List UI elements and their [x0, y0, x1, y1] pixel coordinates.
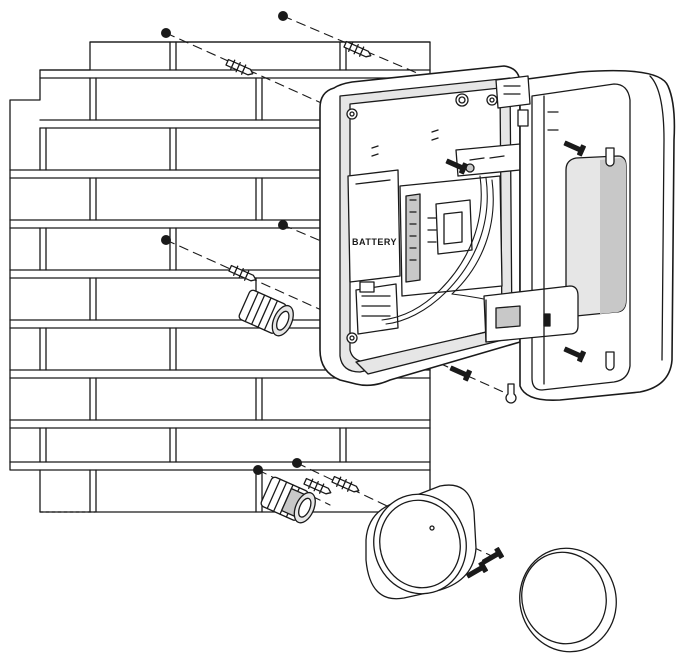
screw-icon: [449, 365, 472, 382]
screw-icon: [481, 547, 505, 565]
control-box: BATTERY: [319, 65, 521, 387]
door-hinges: [495, 75, 531, 127]
battery-compartment: BATTERY: [347, 169, 401, 283]
end-cap: [519, 547, 617, 653]
wall-anchors: [225, 40, 372, 495]
screw-icon: [465, 561, 489, 579]
screw-icon: [445, 158, 468, 175]
screw-covers: [505, 147, 615, 404]
wall-anchor-icon: [228, 264, 257, 282]
battery-label: BATTERY: [352, 237, 397, 247]
housing-center-mark: [429, 525, 435, 531]
cable-gland-icon: [238, 289, 294, 337]
terminal-block: [355, 281, 399, 335]
hinge-bracket: [455, 143, 521, 177]
hinge-pin-icon: [505, 383, 517, 404]
door-recess-shade: [600, 158, 626, 314]
cable-gland-icon: [260, 476, 316, 524]
cap-face: [521, 551, 607, 645]
door-latch: [483, 285, 579, 343]
brick-joints: [39, 41, 347, 513]
circuit-board: [399, 175, 503, 297]
corner-bosses: [346, 93, 498, 344]
wall-anchor-icon: [303, 477, 332, 495]
screws: [445, 140, 586, 579]
screw-icon: [563, 346, 586, 363]
wall-anchor-icon: [225, 58, 254, 76]
housing-inner-rim: [379, 499, 461, 589]
wall-anchor-icon: [331, 475, 360, 493]
mounting-clips: [371, 129, 439, 157]
screw-icon: [563, 140, 586, 157]
door-side-lines: [543, 95, 559, 385]
wall-anchor-icon: [343, 40, 372, 58]
wiring: [381, 175, 507, 325]
door-edge: [649, 75, 665, 361]
sensor-housing: [365, 484, 477, 600]
